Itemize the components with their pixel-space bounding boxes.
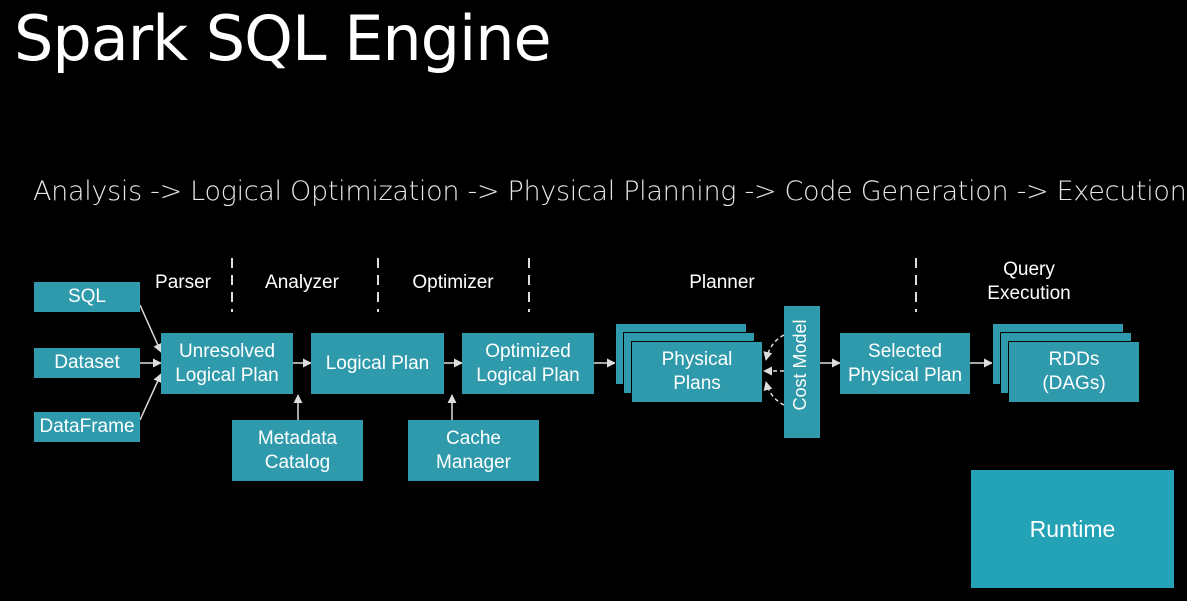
- node-unresolved-line1: Unresolved: [178, 340, 276, 362]
- node-optimized-line1: Optimized: [485, 340, 571, 362]
- arrow-dataframe-unresolved: [139, 373, 162, 421]
- node-physical-line2: Plans: [673, 373, 721, 394]
- node-cache-line2: Manager: [436, 451, 511, 473]
- node-cache-manager: Cache Manager: [408, 420, 539, 481]
- node-cost-model: Cost Model: [784, 306, 820, 438]
- node-rdds-dags: RDDs (DAGs): [1008, 341, 1140, 403]
- arrow-cost-plan-bottom: [763, 381, 785, 406]
- node-selected-physical-plan: Selected Physical Plan: [840, 333, 970, 394]
- node-metadata-line1: Metadata: [257, 427, 338, 449]
- input-dataset: Dataset: [34, 348, 140, 378]
- input-dataframe: DataFrame: [34, 412, 140, 442]
- node-cache-line1: Cache: [446, 427, 501, 449]
- node-rdds-line2: (DAGs): [1042, 373, 1106, 394]
- node-selected-line1: Selected: [868, 340, 942, 362]
- slide-title: Spark SQL Engine: [14, 2, 552, 75]
- node-cost-model-label: Cost Model: [790, 319, 810, 411]
- node-selected-line2: Physical Plan: [847, 364, 963, 386]
- node-unresolved-line2: Logical Plan: [175, 364, 279, 386]
- arrow-cost-plan-top: [763, 334, 785, 361]
- stage-label-query-execution: Query Execution: [970, 258, 1088, 306]
- node-unresolved-logical-plan: Unresolved Logical Plan: [161, 333, 293, 394]
- arrow-sql-unresolved: [139, 304, 162, 353]
- stage-label-planner: Planner: [689, 272, 755, 293]
- input-sql: SQL: [34, 282, 140, 312]
- stage-label-optimizer: Optimizer: [412, 272, 494, 293]
- stage-label-query-line2: Execution: [987, 283, 1071, 304]
- pipeline-subtitle: Analysis -> Logical Optimization -> Phys…: [33, 176, 1187, 207]
- node-metadata-catalog: Metadata Catalog: [232, 420, 363, 481]
- node-rdds-line1: RDDs: [1048, 349, 1100, 370]
- node-metadata-line2: Catalog: [264, 451, 331, 473]
- node-optimized-line2: Logical Plan: [476, 364, 580, 386]
- node-logical-plan: Logical Plan: [311, 333, 444, 394]
- stage-label-parser: Parser: [155, 272, 211, 293]
- node-physical-line1: Physical: [661, 349, 733, 370]
- node-physical-plans: Physical Plans: [631, 341, 763, 403]
- node-runtime: Runtime: [971, 470, 1174, 588]
- stage-label-analyzer: Analyzer: [265, 272, 339, 293]
- node-optimized-logical-plan: Optimized Logical Plan: [462, 333, 594, 394]
- stage-label-query-line1: Query: [1003, 259, 1055, 280]
